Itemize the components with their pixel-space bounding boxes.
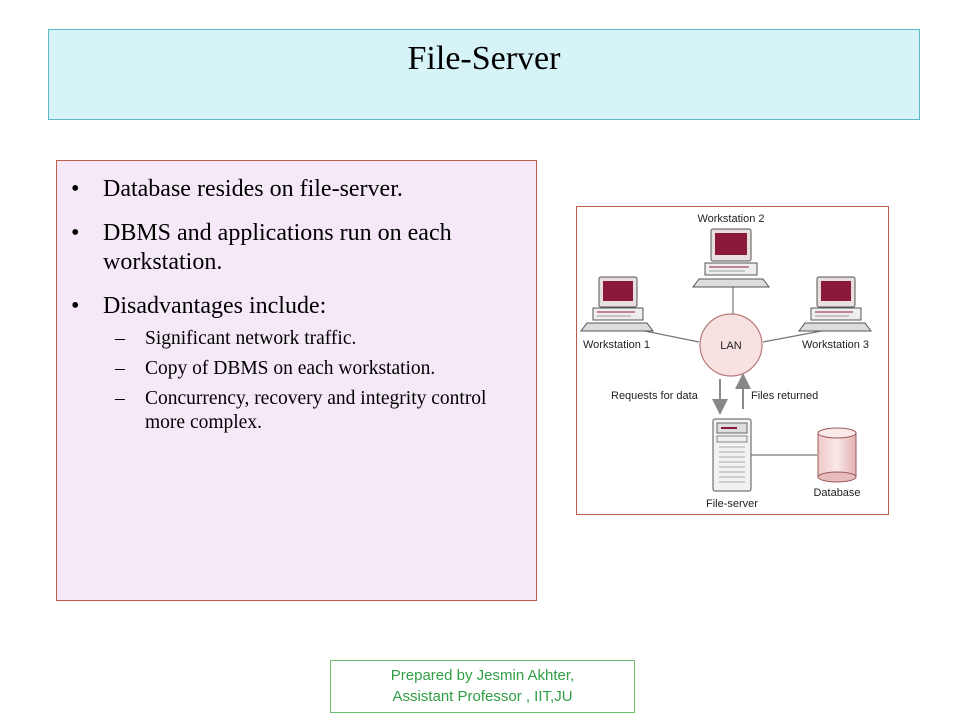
bullet-item: • DBMS and applications run on each work… [57, 219, 536, 277]
database-icon [817, 427, 857, 483]
sub-bullet-list: – Significant network traffic. – Copy of… [103, 327, 518, 435]
title-box: File-Server [48, 29, 920, 120]
bullet-text: Disadvantages include: [103, 293, 327, 319]
bullet-marker: • [71, 176, 80, 202]
workstation-2-icon [692, 228, 770, 288]
sub-bullet-marker: – [115, 358, 125, 379]
sub-bullet-item: – Concurrency, recovery and integrity co… [103, 387, 518, 435]
sub-bullet-marker: – [115, 388, 125, 409]
footer-line-1: Prepared by Jesmin Akhter, [390, 667, 575, 684]
bullet-marker: • [71, 220, 80, 246]
slide-title: File-Server [407, 40, 561, 77]
lan-node [699, 313, 763, 377]
requests-label: Requests for data [611, 390, 699, 402]
file-server-icon [712, 418, 752, 492]
bullet-text: DBMS and applications run on each workst… [103, 220, 452, 275]
workstation-3-icon [798, 276, 872, 332]
files-returned-label: Files returned [751, 390, 818, 402]
bullet-item: • Database resides on file-server. [57, 175, 536, 204]
bullet-list: • Database resides on file-server. • DBM… [57, 175, 536, 450]
sub-bullet-marker: – [115, 328, 125, 349]
sub-bullet-item: – Significant network traffic. [103, 327, 518, 351]
sub-bullet-item: – Copy of DBMS on each workstation. [103, 357, 518, 381]
sub-bullet-text: Significant network traffic. [145, 328, 357, 349]
workstation-1-icon [580, 276, 654, 332]
diagram-box: LAN Workstation 2 Workstation 1 [576, 206, 889, 515]
sub-bullet-text: Copy of DBMS on each workstation. [145, 358, 436, 379]
file-server-label: File-server [706, 498, 758, 510]
workstation-2-label: Workstation 2 [697, 213, 764, 225]
bullet-text: Database resides on file-server. [103, 176, 403, 202]
content-box: • Database resides on file-server. • DBM… [56, 160, 537, 601]
bullet-item: • Disadvantages include: – Significant n… [57, 292, 536, 435]
workstation-1-label: Workstation 1 [583, 339, 650, 351]
database-label: Database [813, 487, 860, 499]
bullet-marker: • [71, 293, 80, 319]
file-server-diagram: LAN Workstation 2 Workstation 1 [580, 213, 872, 510]
sub-bullet-text: Concurrency, recovery and integrity cont… [145, 388, 487, 433]
footer-line-2: Assistant Professor , IIT,JU [392, 688, 573, 705]
lan-label: LAN [720, 340, 741, 352]
workstation-3-label: Workstation 3 [802, 339, 869, 351]
footer-credit: Prepared by Jesmin Akhter, Assistant Pro… [330, 660, 635, 713]
